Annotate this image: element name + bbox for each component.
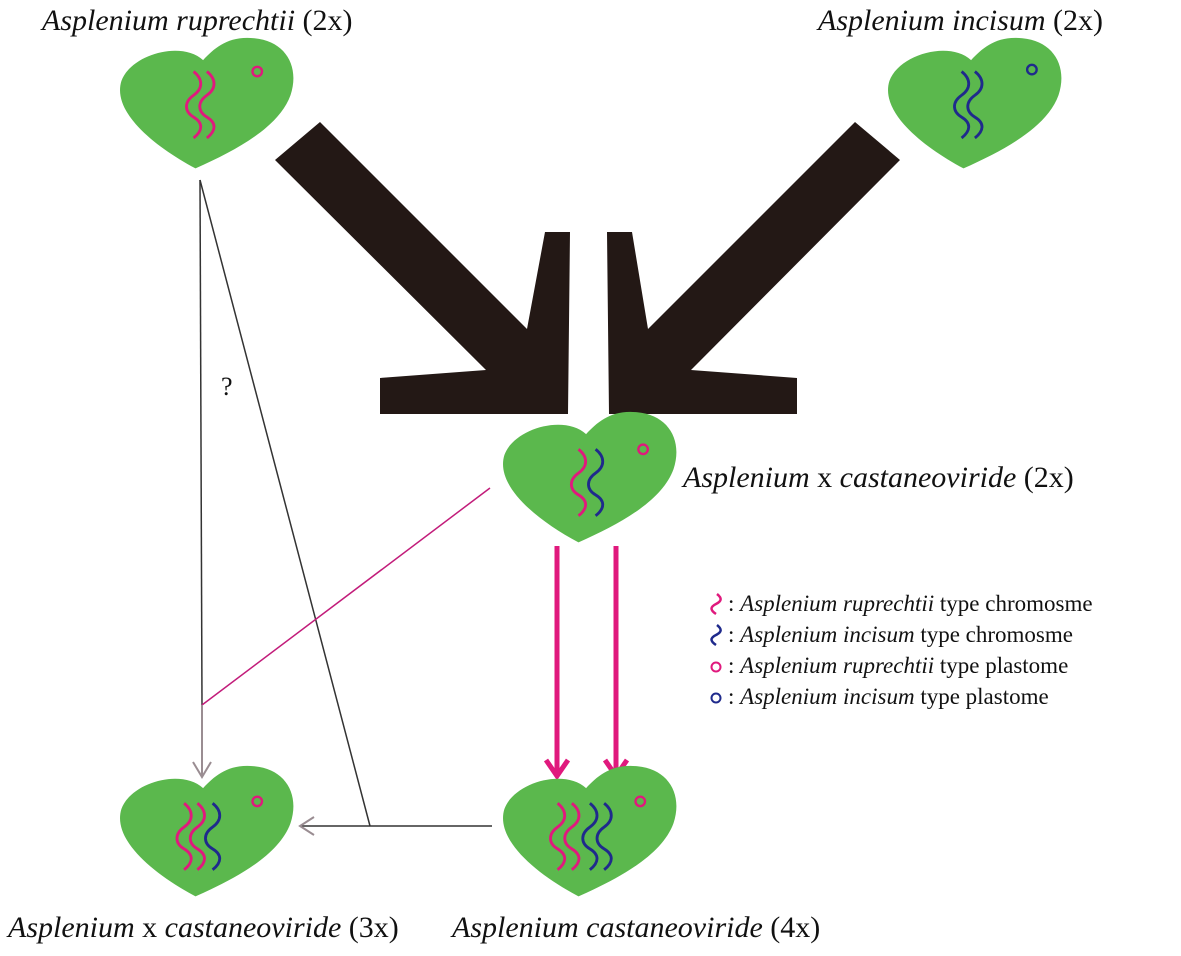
- pink-arrowhead-left: [543, 758, 571, 781]
- cell-hybrid-3x: [120, 765, 294, 897]
- big-arrow-right: [607, 122, 900, 414]
- cell-body: [120, 37, 294, 169]
- label-hybrid-3x: Asplenium x castaneoviride (3x): [8, 911, 399, 944]
- cell-body: [503, 765, 677, 897]
- plastome-icon: [251, 65, 264, 78]
- cell-incisum: [888, 37, 1062, 169]
- label-ruprechtii: Asplenium ruprechtii (2x): [42, 4, 353, 37]
- legend-item-ruprechtii-chromosome: : Asplenium ruprechtii type chromosme: [708, 588, 1093, 619]
- hybrid-backcross-line: [201, 487, 491, 706]
- chromosome-icon: [710, 623, 722, 646]
- pink-arrows: [543, 546, 630, 781]
- plastome-icon: [710, 661, 722, 672]
- big-arrows: [275, 122, 900, 414]
- plastome-icon: [1025, 63, 1038, 76]
- to-3x-arrowhead-down: [192, 761, 212, 779]
- label-hybrid-2x: Asplenium x castaneoviride (2x): [683, 461, 1074, 494]
- cell-body: [888, 37, 1062, 169]
- label-incisum: Asplenium incisum (2x): [818, 4, 1103, 37]
- chromosome-icon: [710, 592, 722, 615]
- to-3x-arrowhead-left: [298, 816, 315, 836]
- cell-hybrid-2x: [503, 411, 677, 543]
- ruprechtii-diagonal-line: [199, 179, 371, 827]
- plastome-icon: [637, 443, 650, 456]
- legend-item-incisum-plastome: : Asplenium incisum type plastome: [708, 681, 1093, 712]
- thin-lines: [192, 179, 492, 836]
- legend: : Asplenium ruprechtii type chromosme : …: [708, 588, 1093, 712]
- plastome-icon: [634, 795, 647, 808]
- ruprechtii-vertical-line: [199, 179, 203, 706]
- legend-item-incisum-chromosome: : Asplenium incisum type chromosme: [708, 619, 1093, 650]
- question-mark: ?: [221, 372, 233, 401]
- plastome-icon: [251, 795, 264, 808]
- plastome-icon: [710, 692, 722, 703]
- big-arrow-left: [275, 122, 570, 414]
- label-castaneoviride-4x: Asplenium castaneoviride (4x): [452, 911, 821, 944]
- legend-item-ruprechtii-plastome: : Asplenium ruprechtii type plastome: [708, 650, 1093, 681]
- cell-castaneoviride-4x: [503, 765, 677, 897]
- cell-ruprechtii: [120, 37, 294, 169]
